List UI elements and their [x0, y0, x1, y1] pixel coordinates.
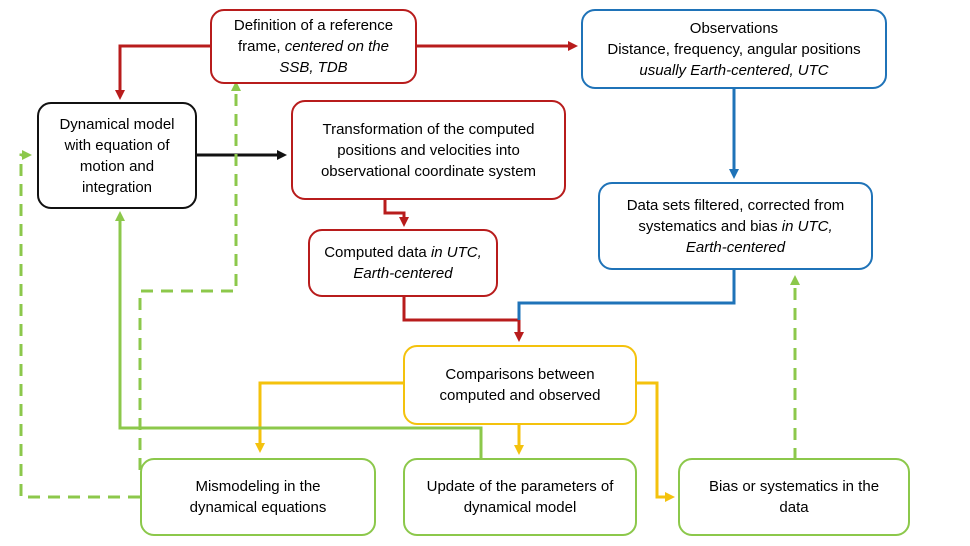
dynamical-model-line-3: motion and: [79, 157, 155, 175]
mismodeling-line-1: Mismodeling in the: [195, 478, 321, 495]
reference-frame-line-1: Definition of a reference: [233, 17, 394, 34]
reference-frame-line-2-italic: centered on the: [284, 38, 389, 55]
data-sets-line-1: Data sets filtered, corrected from: [626, 196, 845, 214]
data-sets-line-3: Earth-centered: [685, 238, 786, 256]
observations-line-3: usually Earth-centered, UTC: [639, 61, 829, 79]
observations-line-2: Distance, frequency, angular positions: [607, 40, 861, 58]
computed-data-box: Computed data in UTC, Earth-centered: [308, 229, 498, 297]
observations-line-1: Observations: [689, 19, 779, 37]
computed-data-line-1-italic: in UTC,: [430, 244, 482, 261]
reference-frame-line-3: SSB, TDB: [279, 59, 348, 76]
update-line-2: dynamical model: [463, 499, 577, 516]
dynamical-model-line-4: integration: [81, 178, 153, 196]
mismodeling-box: Mismodeling in the dynamical equations: [140, 458, 376, 536]
mismodeling-line-2: dynamical equations: [189, 499, 327, 516]
transformation-line-2: positions and velocities into: [337, 141, 520, 159]
update-box: Update of the parameters of dynamical mo…: [403, 458, 637, 536]
comparisons-line-1: Comparisons between: [445, 366, 595, 383]
arrow-comparisons-to-bias: [637, 381, 675, 502]
bias-line-1: Bias or systematics in the: [708, 478, 880, 495]
computed-data-line-2: Earth-centered: [353, 265, 453, 282]
observations-box: Observations Distance, frequency, angula…: [581, 9, 887, 89]
update-line-1: Update of the parameters of: [426, 478, 614, 495]
arrow-update-to-model: [115, 211, 483, 458]
arrow-transformation-to-computed: [383, 200, 409, 227]
computed-data-line-1: Computed data: [324, 244, 431, 261]
bias-box: Bias or systematics in the data: [678, 458, 910, 536]
arrow-datasets-to-comparisons: [517, 270, 736, 320]
dynamical-model-line-1: Dynamical model: [59, 115, 175, 133]
arrow-computed-to-comparisons: [402, 297, 524, 342]
arrow-comparisons-to-mismodeling: [255, 381, 403, 453]
transformation-box: Transformation of the computed positions…: [291, 100, 566, 200]
data-sets-line-2: systematics and bias: [638, 217, 782, 235]
reference-frame-box: Definition of a reference frame, centere…: [210, 9, 417, 84]
arrow-mismodeling-to-model: [19, 150, 140, 499]
arrow-mismodeling-to-frame: [138, 81, 241, 470]
comparisons-line-2: computed and observed: [439, 387, 601, 404]
transformation-line-3: observational coordinate system: [320, 162, 537, 180]
reference-frame-line-2: frame,: [238, 38, 285, 55]
bias-line-2: data: [779, 499, 809, 516]
data-sets-line-2-italic: in UTC,: [781, 217, 833, 235]
dynamical-model-box: Dynamical model with equation of motion …: [37, 102, 197, 209]
data-sets-box: Data sets filtered, corrected from syste…: [598, 182, 873, 270]
comparisons-box: Comparisons between computed and observe…: [403, 345, 637, 425]
arrow-frame-to-model: [115, 44, 210, 100]
transformation-line-1: Transformation of the computed: [322, 120, 535, 138]
dynamical-model-line-2: with equation of: [64, 136, 170, 154]
